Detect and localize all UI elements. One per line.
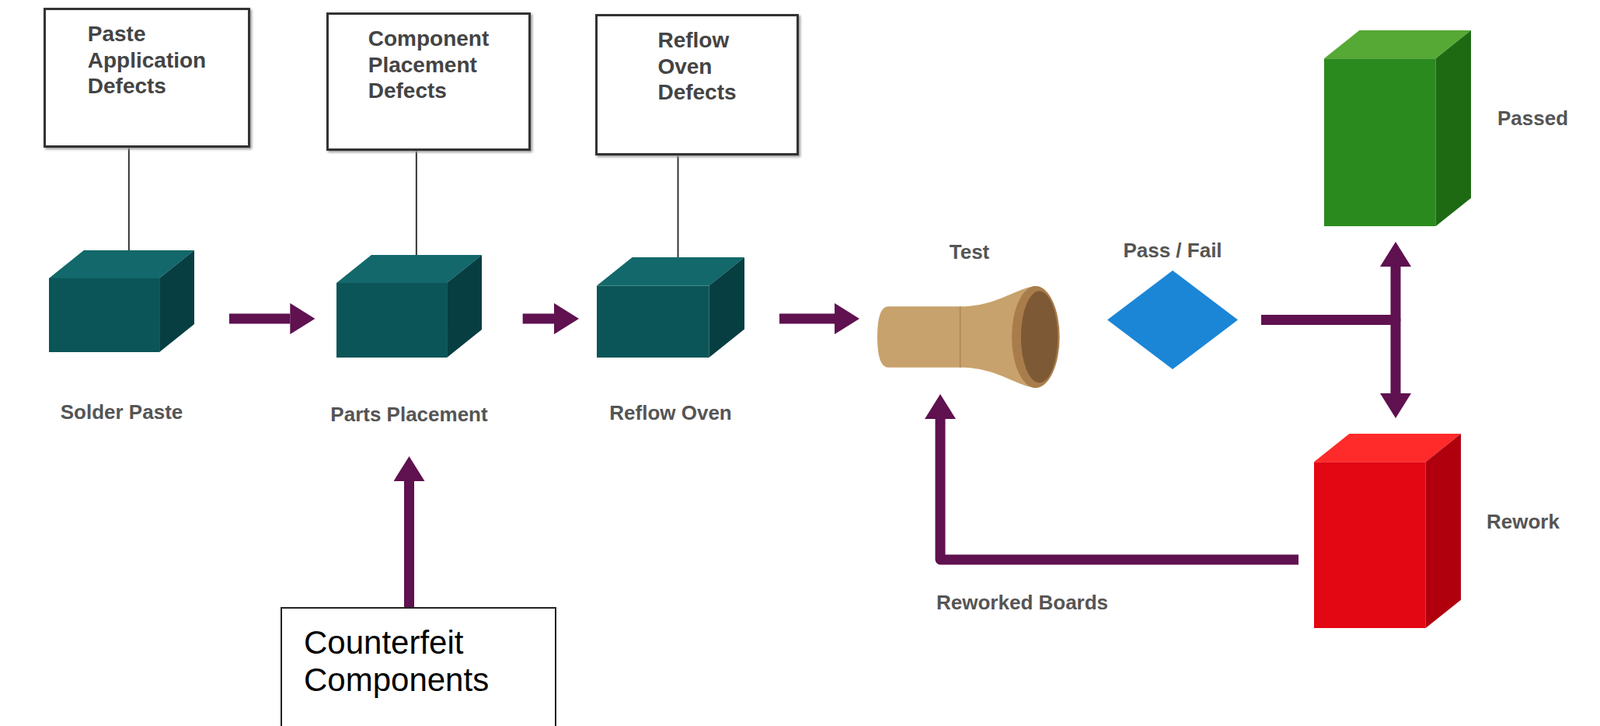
box-text: Component Placement Defects — [368, 25, 490, 105]
diamond-shape — [1107, 270, 1238, 370]
leader-line — [677, 155, 680, 258]
flow-arrow — [522, 313, 555, 325]
shape-label: Solder Paste — [60, 400, 184, 425]
cube-front — [336, 282, 447, 358]
cube-front — [596, 285, 709, 358]
cube-shape — [336, 254, 482, 358]
shape-label: Rework — [1486, 508, 1560, 534]
process-cube: Parts Placement — [336, 254, 482, 358]
flow-arrow — [404, 481, 415, 607]
cube-side — [159, 250, 195, 353]
cube-side — [1436, 30, 1472, 227]
edge-label: Reworked Boards — [934, 590, 1111, 615]
cylinder-rim — [1011, 285, 1060, 388]
defect-callout: Paste Application Defects — [43, 7, 251, 148]
flow-arrow — [1261, 320, 1396, 394]
shape-label: Test — [949, 240, 990, 265]
defect-callout: Reflow Oven Defects — [595, 13, 799, 156]
flow-arrow — [940, 418, 1299, 560]
cylinder-shape — [877, 285, 1062, 388]
cube-shape — [1324, 30, 1472, 227]
box-text: Counterfeit Components — [303, 623, 489, 700]
shape-label: Passed — [1497, 106, 1569, 131]
cube-side — [708, 257, 745, 358]
cube-shape — [1314, 433, 1461, 628]
decision-diamond: Pass / Fail — [1107, 270, 1238, 370]
rework-cube: Rework — [1314, 433, 1461, 628]
box-text: Reflow Oven Defects — [657, 27, 736, 106]
cube-side — [1425, 433, 1461, 628]
flow-arrow — [229, 313, 290, 325]
box-text: Paste Application Defects — [87, 20, 206, 100]
leader-line — [415, 150, 418, 255]
leader-line — [128, 147, 130, 251]
cube-front — [1324, 58, 1437, 227]
shape-label: Reflow Oven — [609, 400, 732, 426]
shape-label: Pass / Fail — [1122, 238, 1222, 263]
flow-arrow — [1261, 266, 1396, 321]
cylinder-seam — [959, 306, 962, 368]
input-box: Counterfeit Components — [280, 606, 557, 726]
process-cube: Solder Paste — [48, 250, 195, 353]
cube-front — [48, 278, 160, 353]
cube-front — [1314, 461, 1426, 628]
defect-callout: Component Placement Defects — [326, 12, 531, 151]
flow-arrow — [779, 313, 835, 325]
diamond-fill — [1107, 270, 1238, 370]
process-cube: Reflow Oven — [596, 257, 745, 358]
shape-label: Parts Placement — [330, 402, 488, 427]
cube-shape — [48, 250, 195, 353]
passed-cube: Passed — [1324, 30, 1472, 227]
cylinder-opening — [1021, 291, 1058, 384]
cube-shape — [596, 257, 745, 358]
cube-side — [446, 254, 482, 358]
test-cylinder: Test — [877, 285, 1062, 388]
